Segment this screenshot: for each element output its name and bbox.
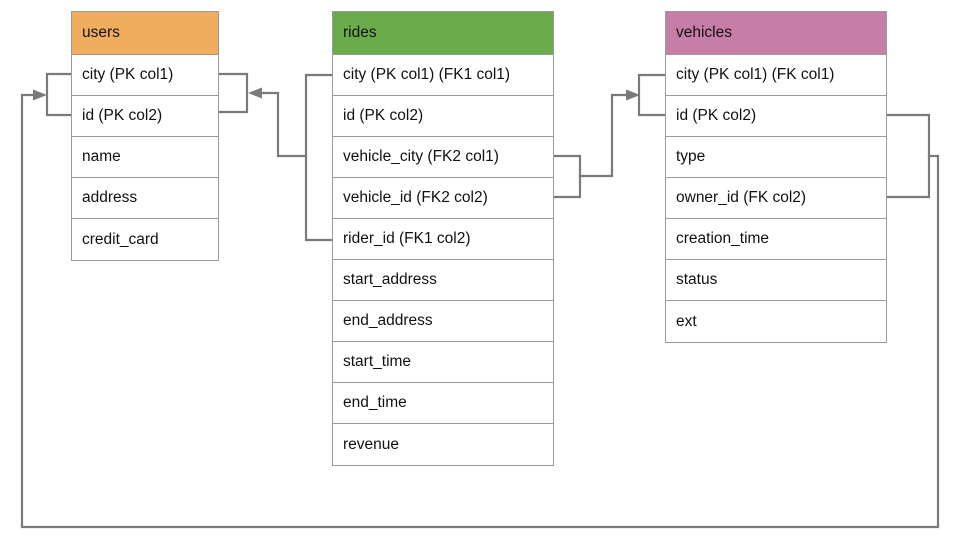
connector-rides-fk1-bracket (304, 73, 334, 242)
table-rides-row-vehicle-id[interactable]: vehicle_id (FK2 col2) (333, 178, 553, 219)
table-rides-row-end-time[interactable]: end_time (333, 383, 553, 424)
table-users-row-id[interactable]: id (PK col2) (72, 96, 218, 137)
connector-rides-fk1-stem (250, 91, 308, 158)
column-label: end_time (343, 394, 407, 411)
table-vehicles-row-status[interactable]: status (666, 260, 886, 301)
connector-users-right-bracket (217, 72, 249, 114)
column-label: id (PK col2) (343, 107, 424, 124)
connector-vehicles-fk-bracket (885, 113, 931, 199)
connector-rides-fk2-arrowhead (626, 89, 640, 101)
connector-rides-fk2-stem (578, 93, 636, 178)
connector-vehicles-fk-arrowhead (33, 89, 47, 101)
table-rides-row-start-address[interactable]: start_address (333, 260, 553, 301)
column-label: type (676, 148, 706, 165)
table-vehicles-row-id[interactable]: id (PK col2) (666, 96, 886, 137)
table-users-row-city[interactable]: city (PK col1) (72, 55, 218, 96)
connector-users-left-bracket (45, 72, 73, 117)
column-label: owner_id (FK col2) (676, 189, 807, 206)
table-users-row-credit-card[interactable]: credit_card (72, 219, 218, 260)
table-vehicles-row-ext[interactable]: ext (666, 301, 886, 342)
table-rides-row-start-time[interactable]: start_time (333, 342, 553, 383)
table-users[interactable]: users city (PK col1) id (PK col2) name a… (71, 11, 219, 261)
table-users-header: users (72, 12, 218, 55)
column-label: id (PK col2) (676, 107, 757, 124)
table-vehicles-row-creation-time[interactable]: creation_time (666, 219, 886, 260)
column-label: credit_card (82, 230, 159, 248)
column-label: start_time (343, 353, 412, 370)
column-label: revenue (343, 435, 400, 453)
table-rides-row-end-address[interactable]: end_address (333, 301, 553, 342)
table-vehicles-header: vehicles (666, 12, 886, 55)
connector-vehicles-left-bracket (637, 73, 667, 117)
column-label: vehicle_id (FK2 col2) (343, 189, 488, 206)
table-rides-row-id[interactable]: id (PK col2) (333, 96, 553, 137)
connector-rides-fk1-arrowhead (248, 87, 262, 99)
column-label: id (PK col2) (82, 107, 163, 124)
table-users-row-name[interactable]: name (72, 137, 218, 178)
table-rides-row-vehicle-city[interactable]: vehicle_city (FK2 col1) (333, 137, 553, 178)
table-rides-row-revenue[interactable]: revenue (333, 424, 553, 465)
column-label: start_address (343, 271, 437, 288)
table-vehicles[interactable]: vehicles city (PK col1) (FK col1) id (PK… (665, 11, 887, 343)
column-label: status (676, 271, 718, 288)
table-rides-title: rides (343, 24, 377, 41)
column-label: creation_time (676, 230, 770, 247)
table-vehicles-row-owner-id[interactable]: owner_id (FK col2) (666, 178, 886, 219)
column-label: city (PK col1) (FK1 col1) (343, 66, 511, 83)
table-vehicles-row-type[interactable]: type (666, 137, 886, 178)
table-vehicles-title: vehicles (676, 24, 732, 41)
table-users-row-address[interactable]: address (72, 178, 218, 219)
table-rides-row-city[interactable]: city (PK col1) (FK1 col1) (333, 55, 553, 96)
table-rides-row-rider-id[interactable]: rider_id (FK1 col2) (333, 219, 553, 260)
column-label: vehicle_city (FK2 col1) (343, 148, 499, 165)
connector-rides-fk2-bracket (552, 154, 582, 199)
column-label: name (82, 148, 121, 165)
table-rides-header: rides (333, 12, 553, 55)
column-label: city (PK col1) (FK col1) (676, 66, 835, 83)
column-label: end_address (343, 312, 433, 329)
table-users-title: users (82, 24, 120, 41)
table-vehicles-row-city[interactable]: city (PK col1) (FK col1) (666, 55, 886, 96)
column-label: address (82, 189, 138, 206)
column-label: city (PK col1) (82, 66, 174, 83)
table-rides[interactable]: rides city (PK col1) (FK1 col1) id (PK c… (332, 11, 554, 466)
column-label: ext (676, 312, 697, 330)
column-label: rider_id (FK1 col2) (343, 230, 471, 247)
